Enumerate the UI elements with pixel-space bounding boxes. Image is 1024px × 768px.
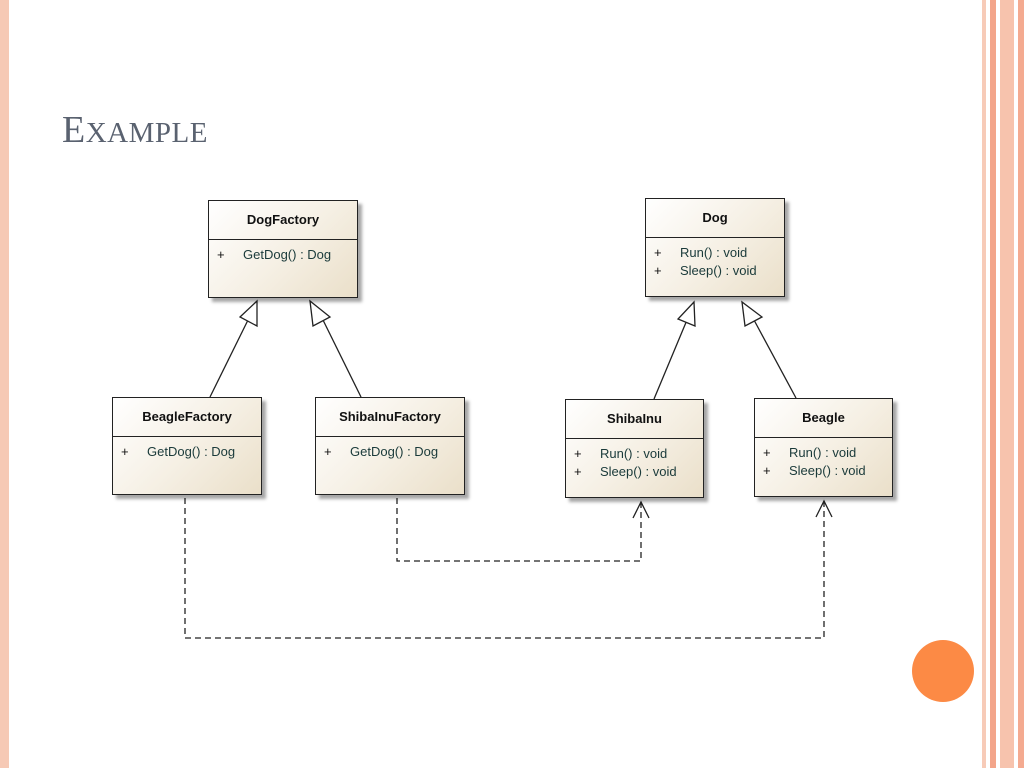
operation-signature: Sleep() : void	[600, 464, 677, 479]
slide-title-initial: E	[62, 109, 86, 151]
generalization-arrowhead	[238, 299, 258, 328]
generalization-arrowhead	[676, 300, 696, 327]
operation: + GetDog() : Dog	[324, 443, 464, 461]
visibility: +	[217, 247, 225, 262]
border-stripe	[990, 0, 996, 768]
class-name: Dog	[646, 199, 784, 238]
operation: + Run() : void	[654, 244, 784, 262]
dependency-beaglefactory-beagle	[184, 498, 825, 639]
slide-title-rest: XAMPLE	[85, 117, 208, 149]
operation-signature: GetDog() : Dog	[350, 444, 439, 459]
border-stripe	[982, 0, 986, 768]
operation-signature: GetDog() : Dog	[147, 444, 236, 459]
class-dog: Dog + Run() : void + Sleep() : void	[645, 198, 785, 297]
visibility: +	[324, 444, 332, 459]
slide-left-border	[0, 0, 9, 768]
operation-signature: Sleep() : void	[789, 463, 866, 478]
slide-title: EXAMPLE	[62, 108, 208, 152]
generalization-beaglefactory-dogfactory	[209, 317, 250, 398]
class-operations: + Run() : void + Sleep() : void	[646, 238, 784, 280]
operation: + GetDog() : Dog	[217, 246, 357, 264]
operation: + Sleep() : void	[654, 262, 784, 280]
border-stripe	[1000, 0, 1014, 768]
visibility: +	[763, 445, 771, 460]
visibility: +	[121, 444, 129, 459]
visibility: +	[574, 464, 582, 479]
class-name: ShibaInu	[566, 400, 703, 439]
operation: + Run() : void	[574, 445, 703, 463]
class-beaglefactory: BeagleFactory + GetDog() : Dog	[112, 397, 262, 495]
visibility: +	[574, 446, 582, 461]
operation-signature: Run() : void	[680, 245, 748, 260]
operation-signature: Sleep() : void	[680, 263, 757, 278]
class-shibainu: ShibaInu + Run() : void + Sleep() : void	[565, 399, 704, 498]
class-beagle: Beagle + Run() : void + Sleep() : void	[754, 398, 893, 497]
visibility: +	[763, 463, 771, 478]
border-stripe	[1018, 0, 1024, 768]
visibility: +	[654, 263, 662, 278]
operation: + GetDog() : Dog	[121, 443, 261, 461]
class-operations: + Run() : void + Sleep() : void	[566, 439, 703, 481]
dependency-arrowhead	[815, 499, 833, 518]
class-name: DogFactory	[209, 201, 357, 240]
class-operations: + Run() : void + Sleep() : void	[755, 438, 892, 480]
class-operations: + GetDog() : Dog	[113, 437, 261, 461]
generalization-arrowhead	[309, 299, 332, 328]
class-shibainufactory: ShibaInuFactory + GetDog() : Dog	[315, 397, 465, 495]
operation-signature: GetDog() : Dog	[243, 247, 332, 262]
visibility: +	[654, 245, 662, 260]
dependency-shibainufactory-shibainu	[396, 498, 642, 562]
generalization-shibainu-dog	[653, 319, 688, 400]
generalization-beagle-dog	[753, 319, 797, 399]
operation-signature: Run() : void	[600, 446, 668, 461]
class-name: ShibaInuFactory	[316, 398, 464, 437]
class-name: Beagle	[755, 399, 892, 438]
operation-signature: Run() : void	[789, 445, 857, 460]
generalization-arrowhead	[741, 300, 764, 328]
class-dogfactory: DogFactory + GetDog() : Dog	[208, 200, 358, 298]
operation: + Run() : void	[763, 444, 892, 462]
operation: + Sleep() : void	[763, 462, 892, 480]
class-operations: + GetDog() : Dog	[209, 240, 357, 264]
slide-right-border	[978, 0, 1024, 768]
generalization-shibainufactory-dogfactory	[321, 317, 362, 398]
dependency-arrowhead	[632, 500, 650, 519]
class-operations: + GetDog() : Dog	[316, 437, 464, 461]
decorative-circle	[912, 640, 974, 702]
class-name: BeagleFactory	[113, 398, 261, 437]
operation: + Sleep() : void	[574, 463, 703, 481]
